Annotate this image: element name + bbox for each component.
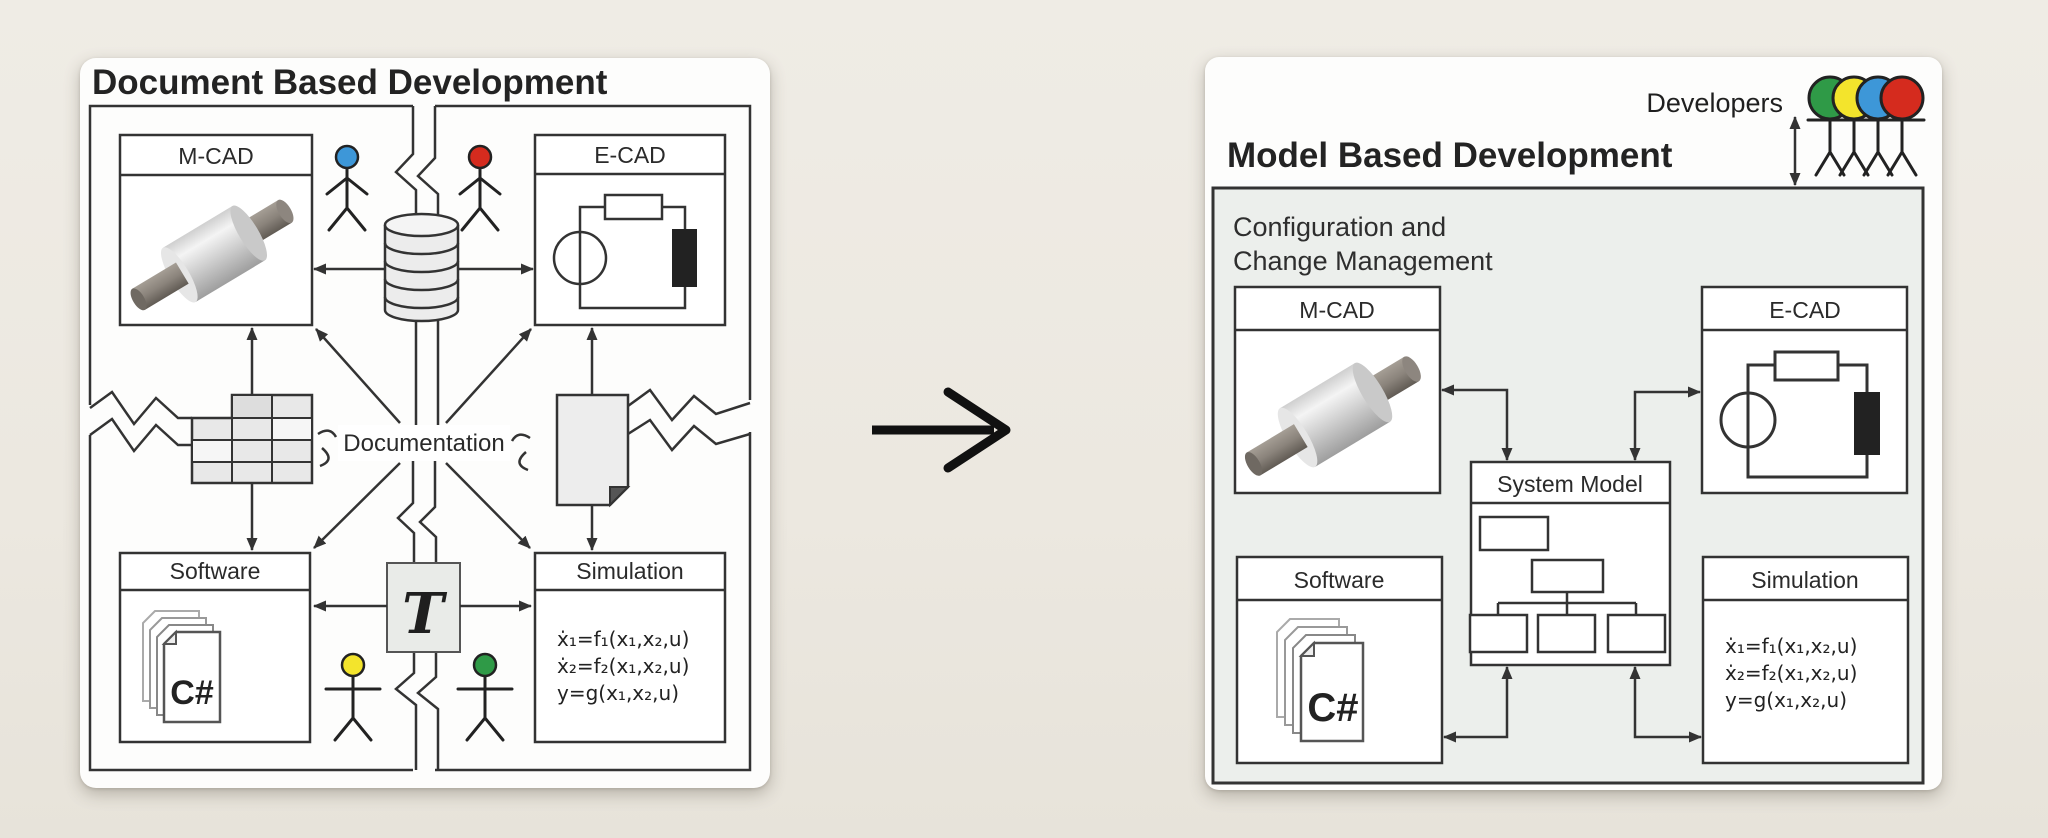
csharp-label: C# bbox=[170, 674, 214, 712]
tear-line-right-lower bbox=[627, 418, 751, 452]
equation-line-1: ẋ₁=f₁(x₁,x₂,u) bbox=[1725, 634, 1857, 658]
document-based-diagram: Document Based Development bbox=[88, 63, 752, 772]
panel-title: Document Based Development bbox=[92, 63, 608, 102]
actor-blue bbox=[325, 144, 369, 232]
software-label: Software bbox=[170, 558, 261, 584]
arrow-center-to-simulation bbox=[445, 462, 531, 549]
simulation-label: Simulation bbox=[1751, 567, 1858, 593]
model-based-diagram: Model Based Development Developers Confi… bbox=[1211, 75, 1926, 785]
circuit-icon bbox=[1719, 350, 1880, 479]
arrow-simulation-systemmodel bbox=[1629, 666, 1702, 743]
simulation-label: Simulation bbox=[576, 558, 683, 584]
tear-line-left-lower bbox=[89, 417, 192, 454]
config-label-line2: Change Management bbox=[1233, 246, 1493, 276]
tear-hook-right-top bbox=[510, 433, 531, 442]
mcad-label: M-CAD bbox=[178, 143, 253, 169]
equation-line-1: ẋ₁=f₁(x₁,x₂,u) bbox=[557, 627, 689, 651]
developers-label: Developers bbox=[1646, 88, 1783, 118]
equation-line-2: ẋ₂=f₂(x₁,x₂,u) bbox=[557, 654, 689, 678]
config-label-line1: Configuration and bbox=[1233, 212, 1446, 242]
software-box: Software C# bbox=[118, 551, 312, 744]
tear-hook-left-bottom bbox=[319, 447, 330, 468]
database-icon bbox=[383, 212, 460, 323]
system-model-label: System Model bbox=[1497, 471, 1643, 497]
tear-hook-left-top bbox=[317, 429, 338, 438]
documentation-label-mask bbox=[338, 425, 510, 461]
ecad-box: E-CAD bbox=[1700, 285, 1909, 495]
documentation-label: Documentation bbox=[343, 430, 504, 457]
outer-border-bottom-left bbox=[88, 435, 413, 772]
tear-hook-right-bottom bbox=[518, 451, 529, 472]
csharp-pages-icon: C# bbox=[1276, 618, 1365, 743]
arrow-ecad-systemmodel bbox=[1629, 386, 1701, 461]
actor-red bbox=[458, 144, 502, 232]
mcad-box: M-CAD bbox=[1233, 285, 1442, 495]
actor-yellow bbox=[324, 652, 382, 742]
ecad-label: E-CAD bbox=[1769, 297, 1841, 323]
circuit-icon bbox=[552, 193, 697, 310]
simulation-box: Simulation ẋ₁=f₁(x₁,x₂,u) ẋ₂=f₂(x₁,x₂,u)… bbox=[533, 551, 727, 744]
outer-border-top-right bbox=[435, 104, 752, 400]
software-label: Software bbox=[1294, 567, 1385, 593]
equation-line-2: ẋ₂=f₂(x₁,x₂,u) bbox=[1725, 661, 1857, 685]
transition-arrow-icon bbox=[872, 387, 1011, 473]
model-based-panel: Model Based Development Developers Confi… bbox=[1205, 57, 1942, 790]
mcad-box: M-CAD bbox=[118, 133, 314, 327]
csharp-label: C# bbox=[1307, 686, 1358, 730]
developer-head-red bbox=[1879, 75, 1925, 121]
transform-label: T bbox=[402, 581, 448, 647]
table-icon bbox=[190, 393, 314, 485]
simulation-box: Simulation ẋ₁=f₁(x₁,x₂,u) ẋ₂=f₂(x₁,x₂,u)… bbox=[1701, 555, 1910, 765]
arrow-software-systemmodel bbox=[1443, 666, 1513, 743]
arrow-center-to-software bbox=[313, 462, 401, 549]
shaft-icon bbox=[1244, 356, 1421, 476]
ecad-label: E-CAD bbox=[594, 142, 666, 168]
shaft-icon bbox=[130, 199, 294, 311]
tear-line-right-upper bbox=[627, 388, 751, 422]
equation-line-3: y=g(x₁,x₂,u) bbox=[1725, 688, 1847, 712]
equation-line-3: y=g(x₁,x₂,u) bbox=[557, 681, 679, 705]
arrow-center-to-mcad bbox=[315, 328, 401, 424]
arrow-center-to-ecad bbox=[445, 328, 532, 424]
ecad-box: E-CAD bbox=[533, 133, 727, 327]
transform-icon: T bbox=[386, 562, 461, 653]
document-based-panel: Document Based Development bbox=[80, 58, 770, 788]
outer-border-top-left bbox=[88, 104, 413, 405]
actor-green bbox=[456, 652, 514, 742]
outer-border-bottom-right bbox=[435, 432, 752, 772]
software-box: Software C# bbox=[1235, 555, 1444, 765]
developers-group-icon bbox=[1806, 75, 1926, 177]
panel-title: Model Based Development bbox=[1227, 136, 1673, 175]
system-model-box: System Model bbox=[1468, 460, 1672, 667]
csharp-pages-icon: C# bbox=[142, 610, 222, 724]
arrow-mcad-systemmodel bbox=[1441, 384, 1513, 461]
system-model-tree bbox=[1468, 515, 1667, 654]
tear-line-left-upper bbox=[89, 390, 192, 427]
document-icon bbox=[555, 393, 631, 508]
mcad-label: M-CAD bbox=[1299, 297, 1374, 323]
